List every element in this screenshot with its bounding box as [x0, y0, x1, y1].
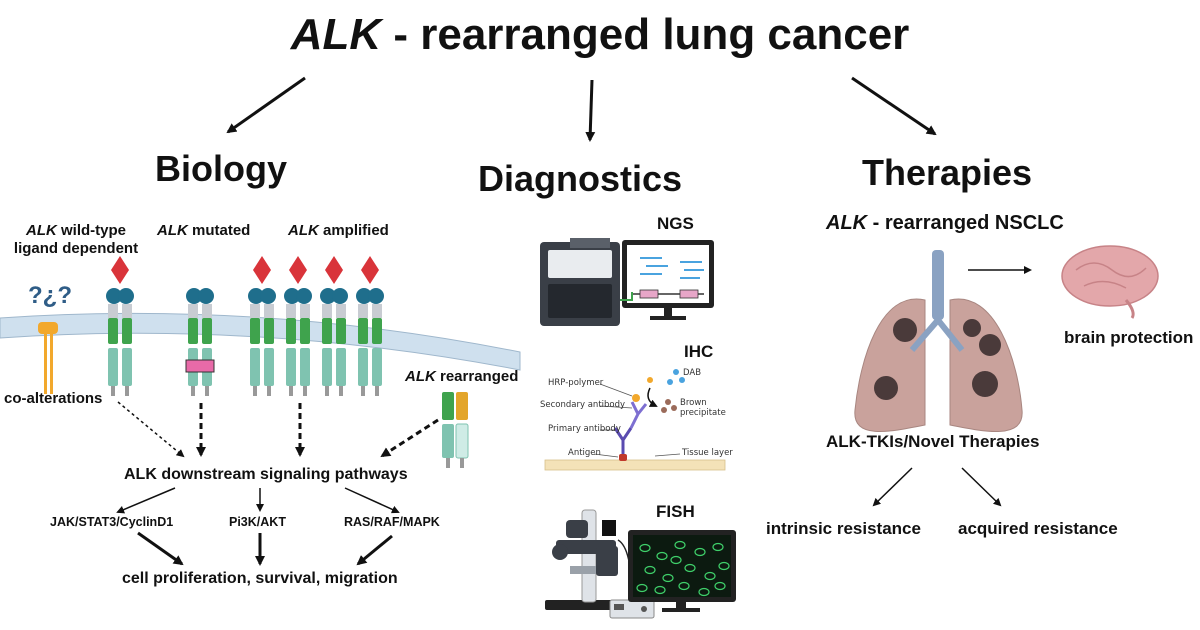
ihc-label-primary: Primary antibody: [548, 424, 621, 434]
label-intrinsic-resistance: intrinsic resistance: [766, 519, 921, 538]
receptor-wild-type: [106, 256, 134, 396]
fish-microscope-illustration: [545, 509, 655, 619]
fish-cell: [698, 587, 710, 597]
fish-cell: [670, 555, 682, 565]
arrow-to-diagnostics: [585, 79, 596, 142]
fish-cell: [718, 561, 730, 571]
section-diagnostics: Diagnostics: [478, 158, 683, 199]
section-therapies: Therapies: [862, 152, 1033, 193]
question-marks: ?¿?: [28, 282, 72, 309]
arrow-to-acquired: [961, 467, 1002, 507]
arrow-to-therapies: [851, 76, 937, 136]
section-biology: Biology: [155, 148, 287, 189]
fish-cell: [684, 563, 696, 573]
fish-cell: [644, 565, 656, 575]
label-co-alterations: co-alterations: [4, 390, 103, 407]
fish-cell: [662, 573, 674, 583]
fish-cell: [674, 540, 686, 550]
ihc-label-precipitate: precipitate: [680, 408, 726, 418]
co-alteration-receptor: [38, 322, 58, 394]
receptor-amplified-1: [248, 256, 276, 396]
fish-cell: [712, 542, 724, 552]
arrow-jak-outcome: [137, 531, 184, 566]
label-alk-amplified: ALK amplified: [288, 222, 389, 239]
arrow-to-biology: [226, 76, 306, 134]
receptor-group: [106, 256, 384, 396]
label-fish: FISH: [656, 502, 695, 521]
page-title: ALK - rearranged lung cancer: [290, 10, 910, 59]
label-jak-stat3: JAK/STAT3/CyclinD1: [50, 515, 174, 529]
fish-cell: [636, 583, 648, 593]
label-brain-protection: brain protection: [1064, 328, 1194, 347]
fish-cell: [678, 581, 690, 591]
ngs-sequencer-illustration: [540, 238, 620, 326]
fish-cell: [714, 581, 726, 591]
arrow-co-alterations: [117, 401, 185, 458]
fish-monitor-illustration: [628, 530, 736, 612]
fish-cell: [639, 543, 651, 553]
arrow-to-jak: [116, 487, 176, 514]
arrow-rearranged: [380, 418, 439, 458]
label-pi3k-akt: Pi3K/AKT: [229, 515, 286, 529]
arrow-to-ras: [344, 487, 400, 514]
receptor-amplified-2: [284, 256, 312, 396]
label-nsclc: ALK - rearranged NSCLC: [826, 212, 1064, 234]
lungs-illustration: [854, 250, 1023, 433]
fish-cell: [656, 551, 668, 561]
brain-illustration: [1061, 245, 1159, 319]
label-alk-mutated: ALK mutated: [157, 222, 251, 239]
ihc-label-dab: DAB: [683, 368, 702, 378]
label-ngs: NGS: [657, 214, 694, 233]
label-acquired-resistance: acquired resistance: [958, 519, 1118, 538]
receptor-mutated: [185, 288, 215, 396]
label-downstream-pathways: ALK downstream signaling pathways: [124, 466, 408, 483]
ihc-label-antigen: Antigen: [568, 448, 601, 458]
label-ras-raf-mapk: RAS/RAF/MAPK: [344, 515, 440, 529]
fish-cell: [654, 585, 666, 595]
ihc-label-secondary: Secondary antibody: [540, 400, 626, 410]
label-ihc: IHC: [684, 342, 714, 361]
arrow-ras-outcome: [356, 534, 393, 566]
receptor-amplified-4: [356, 256, 384, 396]
label-cell-outcome: cell proliferation, survival, migration: [122, 570, 398, 587]
fish-cell: [694, 547, 706, 557]
ihc-label-tissue: Tissue layer: [682, 448, 733, 458]
ngs-monitor-illustration: [620, 240, 714, 320]
label-alk-tkis: ALK-TKIs/Novel Therapies: [826, 432, 1040, 451]
label-alk-rearranged: ALK rearranged: [405, 368, 519, 385]
ihc-label-hrp: HRP-polymer: [548, 378, 604, 388]
ihc-label-brown: Brown: [680, 398, 707, 408]
arrow-to-intrinsic: [872, 467, 913, 507]
ihc-illustration: [544, 369, 726, 471]
receptor-amplified-3: [320, 256, 348, 396]
fish-cell: [704, 571, 716, 581]
rearranged-fusion-receptor: [442, 392, 469, 468]
